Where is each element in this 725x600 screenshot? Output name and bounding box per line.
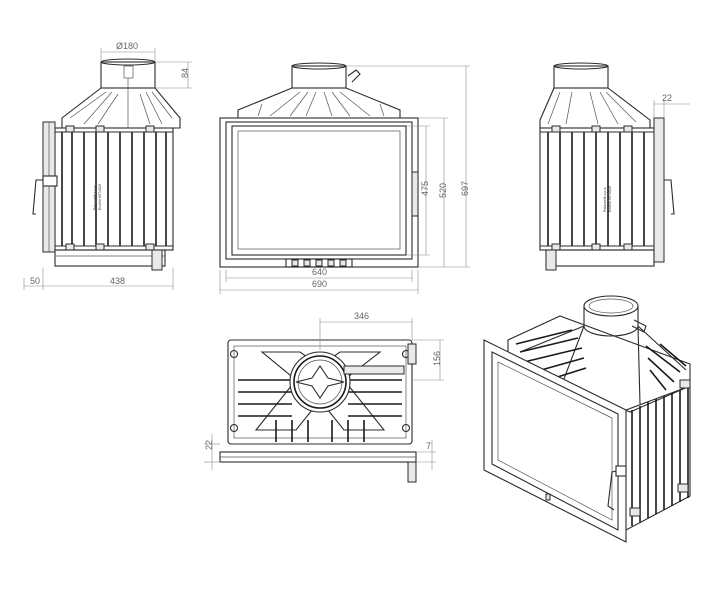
- right-hood: [539, 87, 651, 129]
- iso-door-inner: [491, 351, 619, 531]
- glass-frame: [231, 125, 407, 256]
- right-firebox-side: [539, 127, 655, 251]
- air-control-slots: [291, 259, 347, 267]
- front-hood: [237, 87, 401, 119]
- isometric-view: [483, 295, 691, 543]
- top-damper-lever: [343, 365, 405, 375]
- damper-lever: [123, 65, 134, 79]
- iso-door-frame: [483, 339, 627, 543]
- maker-stamp-line-2: Ecofire 697x520: [98, 184, 102, 210]
- front-view: 697 520 475 640 690: [219, 62, 470, 294]
- iso-flue-top: [583, 295, 639, 317]
- maker-stamp-line-1: Palazzetti s.p.a.: [93, 185, 97, 210]
- right-hood-ribs: [547, 91, 637, 125]
- right-side-fins: [547, 132, 645, 246]
- top-damper-plate: [295, 365, 345, 399]
- iso-side-fins: [631, 387, 689, 526]
- maker-stamp: Palazzetti s.p.a. Ecofire 697x520: [93, 184, 102, 210]
- dim-depth: 438: [110, 276, 125, 286]
- right-base-frame: [545, 249, 655, 267]
- dim-top-collar-offset: 156: [432, 351, 442, 366]
- hood-outline: [61, 87, 181, 129]
- top-corner-bolts: [229, 349, 411, 433]
- dim-front-width-outer: 690: [312, 279, 327, 289]
- iso-fin-clips: [629, 379, 691, 517]
- right-door-frame-edge: [653, 117, 665, 263]
- right-maker-stamp: Palazzetti s.p.a. Ecofire 697x520: [603, 186, 612, 212]
- top-view: 346 156 22 7: [204, 311, 444, 483]
- right-base-foot: [545, 249, 557, 271]
- right-door-handle: [664, 179, 675, 215]
- iso-hood-edges: [519, 325, 687, 405]
- side-fins: [61, 132, 167, 246]
- top-ribs: [238, 379, 402, 442]
- front-damper-lever: [347, 69, 361, 83]
- air-control-bar: [285, 258, 353, 268]
- dim-top-left-offset: 22: [204, 440, 214, 450]
- right-maker-stamp-line-2: Ecofire 697x520: [608, 186, 612, 212]
- door-outer-frame: [219, 117, 419, 268]
- base-foot: [151, 249, 163, 271]
- iso-glass: [497, 361, 613, 521]
- glass-panel: [237, 130, 401, 250]
- top-hinge: [407, 343, 417, 365]
- top-door-handle: [407, 461, 417, 483]
- dim-glass-height: 475: [420, 181, 430, 196]
- dim-front-width-inner: 640: [312, 267, 327, 277]
- dim-side-offset-right: 22: [662, 93, 672, 103]
- front-hood-ribs: [257, 91, 385, 117]
- left-side-view: Palazzetti s.p.a. Ecofire 697x520 Ø180 8…: [23, 41, 192, 290]
- handle-hinge: [42, 175, 58, 187]
- dim-door-height: 520: [438, 183, 448, 198]
- hood-ribs: [69, 91, 173, 125]
- iso-air-control: [545, 493, 551, 501]
- dim-flue-diameter: Ø180: [116, 41, 138, 51]
- dim-total-height: 697: [460, 181, 470, 196]
- front-handle: [411, 171, 419, 217]
- base-frame: [54, 249, 166, 267]
- door-frame: [225, 121, 413, 260]
- iso-side-body: [625, 385, 691, 531]
- right-maker-stamp-line-1: Palazzetti s.p.a.: [603, 187, 607, 212]
- dim-top-depth: 346: [354, 311, 369, 321]
- door-handle: [32, 179, 43, 215]
- fin-clips: [65, 125, 155, 251]
- dim-top-right-offset: 7: [426, 441, 431, 451]
- top-flue-outer: [289, 351, 351, 413]
- top-flue-ring: [293, 355, 347, 409]
- right-side-view: Palazzetti s.p.a. Ecofire 697x520 22: [539, 62, 690, 271]
- dim-collar-height: 84: [180, 68, 190, 78]
- iso-handle-hinge: [615, 465, 627, 477]
- dim-side-offset-left: 50: [30, 276, 40, 286]
